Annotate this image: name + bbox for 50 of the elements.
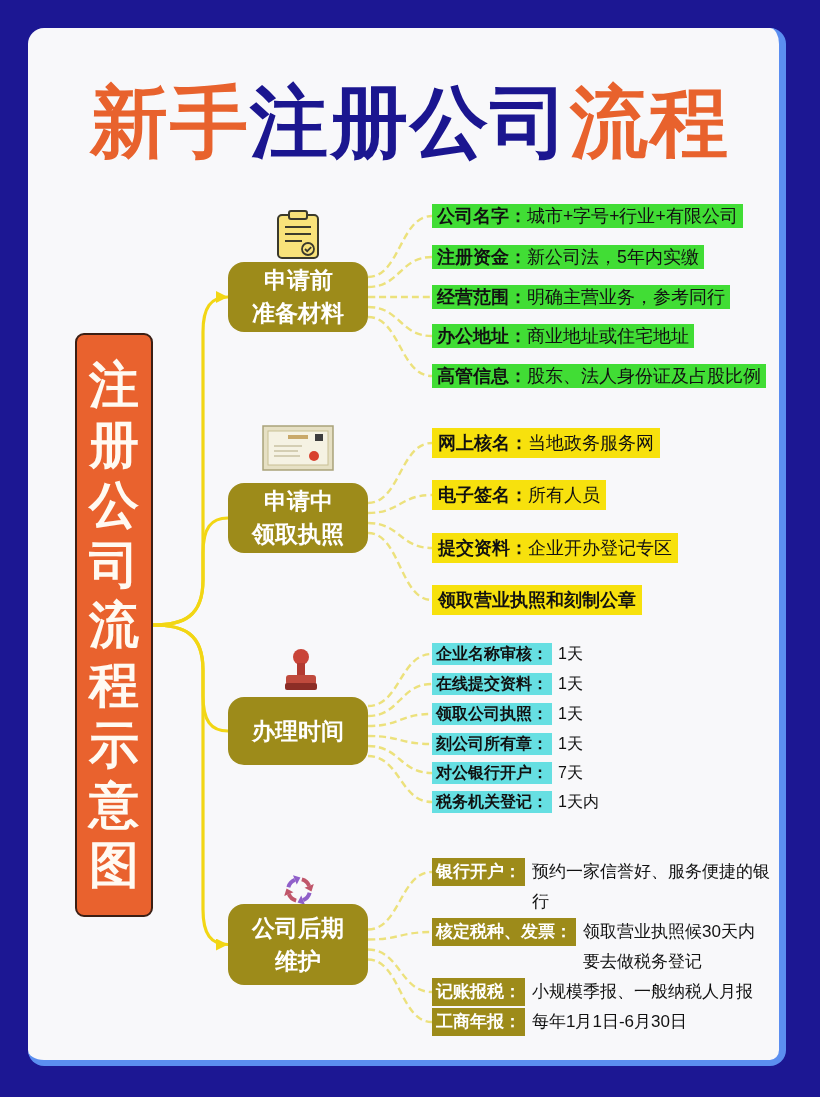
highlighted-text: 注册资金：新公司法，5年内实缴 (432, 245, 704, 269)
value-text: 小规模季报、一般纳税人月报 (532, 981, 754, 1003)
dashed-connector (367, 493, 433, 515)
highlighted-key: 记账报税： (432, 978, 525, 1006)
dashed-connector (367, 744, 433, 775)
dashed-connector (367, 682, 433, 718)
highlighted-text: 电子签名：所有人员 (432, 480, 606, 510)
value-text: 1天 (558, 645, 583, 662)
topic-box: 申请前准备材料 (228, 262, 368, 332)
highlighted-key: 企业名称审核： (432, 643, 552, 665)
dashed-connector (367, 315, 433, 378)
dashed-connector (367, 441, 433, 505)
highlighted-text: 公司名字：城市+字号+行业+有限公司 (432, 204, 743, 228)
value-text: 7天 (558, 764, 583, 781)
highlighted-text: 经营范围：明确主营业务，参考同行 (432, 285, 730, 309)
highlighted-text: 高管信息：股东、法人身份证及占股比例 (432, 364, 766, 388)
dashed-connector (367, 870, 433, 931)
highlighted-key: 领取公司执照： (432, 703, 552, 725)
dashed-connector (367, 948, 433, 994)
dashed-connector (367, 214, 433, 279)
highlighted-text: 办公地址：商业地址或住宅地址 (432, 324, 694, 348)
title: 新手注册公司流程 (88, 77, 731, 168)
highlighted-key: 对公银行开户： (432, 762, 552, 784)
highlighted-key: 在线提交资料： (432, 673, 552, 695)
value-text: 1天内 (558, 793, 599, 810)
topic-box: 申请中领取执照 (228, 483, 368, 553)
highlighted-text: 提交资料：企业开办登记专区 (432, 533, 678, 563)
value-text: 领取营业执照候30天内要去做税务登记 (583, 921, 756, 973)
highlighted-key: 工商年报： (432, 1008, 525, 1036)
value-text: 每年1月1日-6月30日 (532, 1011, 688, 1033)
highlighted-key: 税务机关登记： (432, 791, 552, 813)
dashed-connector (368, 295, 432, 299)
value-text: 1天 (558, 675, 583, 692)
highlighted-key: 刻公司所有章： (432, 733, 552, 755)
value-text: 预约一家信誉好、服务便捷的银行 (532, 861, 771, 913)
highlighted-text: 领取营业执照和刻制公章 (432, 585, 642, 615)
branch-arrow (152, 623, 229, 950)
highlighted-key: 银行开户： (432, 858, 525, 886)
topic-box: 公司后期维护 (228, 904, 368, 985)
topic-box: 办理时间 (228, 697, 368, 765)
dashed-connector (367, 521, 433, 550)
dashed-connector (367, 754, 433, 804)
dashed-connector (367, 305, 433, 338)
highlighted-key: 核定税种、发票： (432, 918, 576, 946)
value-text: 1天 (558, 735, 583, 752)
dashed-connector (367, 255, 433, 289)
vertical-banner: 注册公司流程示意图 (75, 333, 153, 917)
dashed-connector (367, 958, 433, 1024)
value-text: 1天 (558, 705, 583, 722)
highlighted-text: 网上核名：当地政务服务网 (432, 428, 660, 458)
